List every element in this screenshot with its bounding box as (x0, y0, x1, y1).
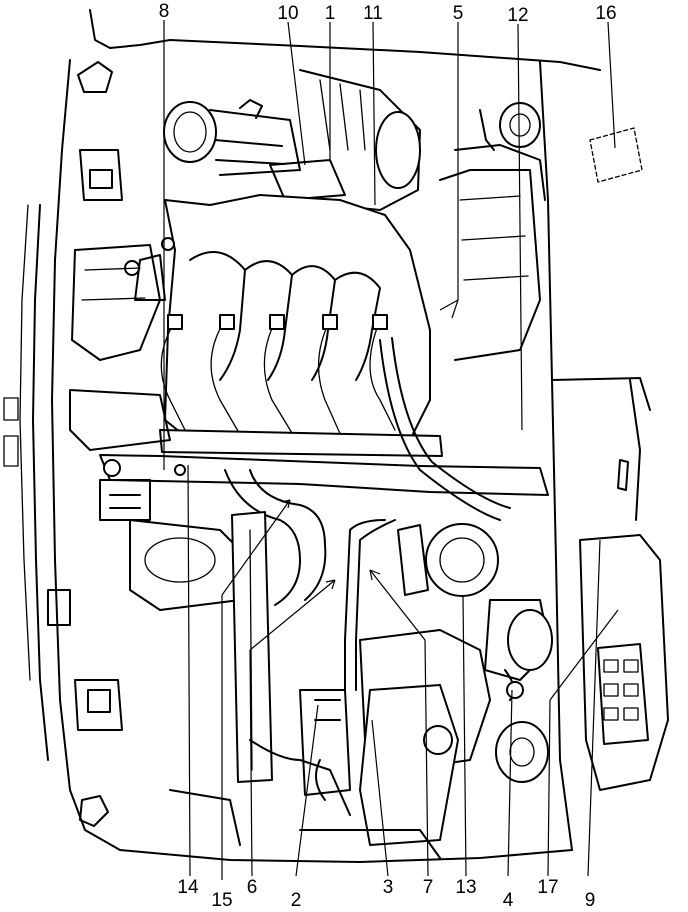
callout-number: 7 (423, 877, 434, 898)
callout-number: 11 (363, 3, 383, 24)
air-intake-assembly (163, 69, 546, 361)
callout-number: 1 (325, 3, 336, 24)
callout-numbers-bottom: 14 15 6 2 3 7 13 4 17 9 (177, 877, 595, 911)
coolant-hoses (224, 337, 511, 691)
callout-number: 15 (211, 890, 232, 911)
callout-number: 13 (455, 877, 476, 898)
intake-manifold (124, 194, 431, 446)
callout-number: 3 (383, 877, 394, 898)
callout-number: 16 (595, 3, 616, 24)
callout-number: 12 (507, 5, 528, 26)
callout-number: 9 (585, 890, 596, 911)
callout-number: 10 (277, 3, 298, 24)
callout-numbers-top: 8 10 1 11 5 12 16 (159, 1, 617, 26)
leader-lines (163, 20, 619, 880)
callout-number: 2 (291, 890, 302, 911)
callout-number: 4 (503, 890, 514, 911)
callout-number: 6 (247, 877, 258, 898)
callout-number: 17 (537, 877, 558, 898)
engine-bay-frame (3, 9, 669, 863)
callout-number: 5 (453, 3, 464, 24)
fuel-rail (99, 429, 549, 496)
radiator-hose-pipe (231, 511, 273, 783)
pump-assembly (397, 523, 553, 701)
lower-engine-block (169, 629, 549, 859)
callout-number: 14 (177, 877, 199, 898)
callout-number: 8 (159, 1, 170, 22)
spark-plug-leads (160, 314, 396, 439)
